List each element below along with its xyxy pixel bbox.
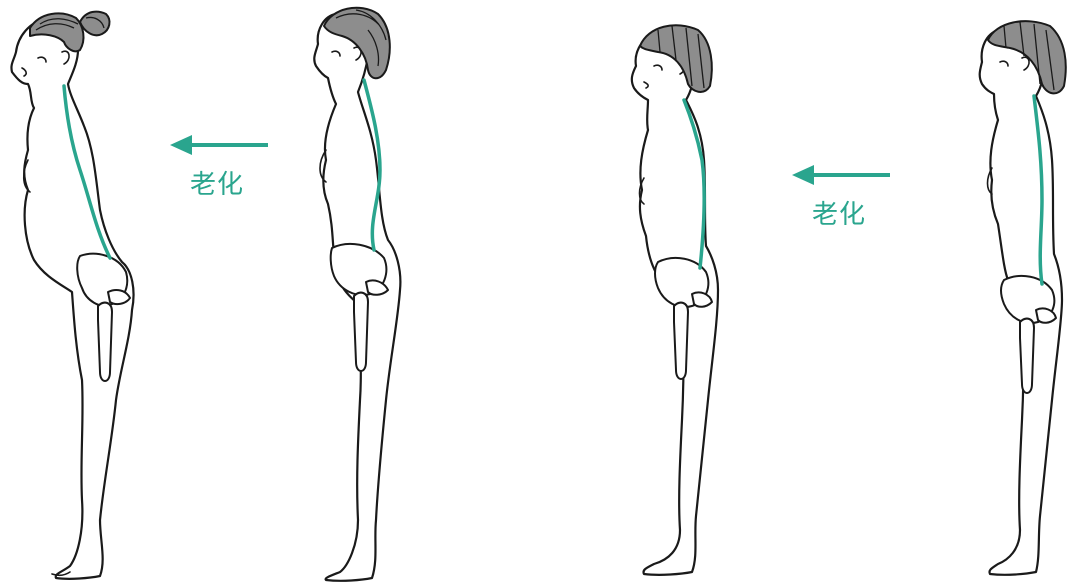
elderly-woman-figure — [0, 0, 170, 584]
arrow-left-icon — [792, 165, 890, 185]
young-woman-figure — [296, 0, 426, 584]
arrow-left-icon — [170, 135, 268, 155]
elderly-bob-woman-figure — [618, 0, 748, 584]
aging-arrow: 老化 — [790, 160, 894, 240]
young-bob-woman-figure — [976, 0, 1071, 584]
aging-label: 老化 — [812, 194, 866, 231]
aging-label: 老化 — [190, 164, 244, 201]
aging-arrow: 老化 — [168, 130, 272, 210]
